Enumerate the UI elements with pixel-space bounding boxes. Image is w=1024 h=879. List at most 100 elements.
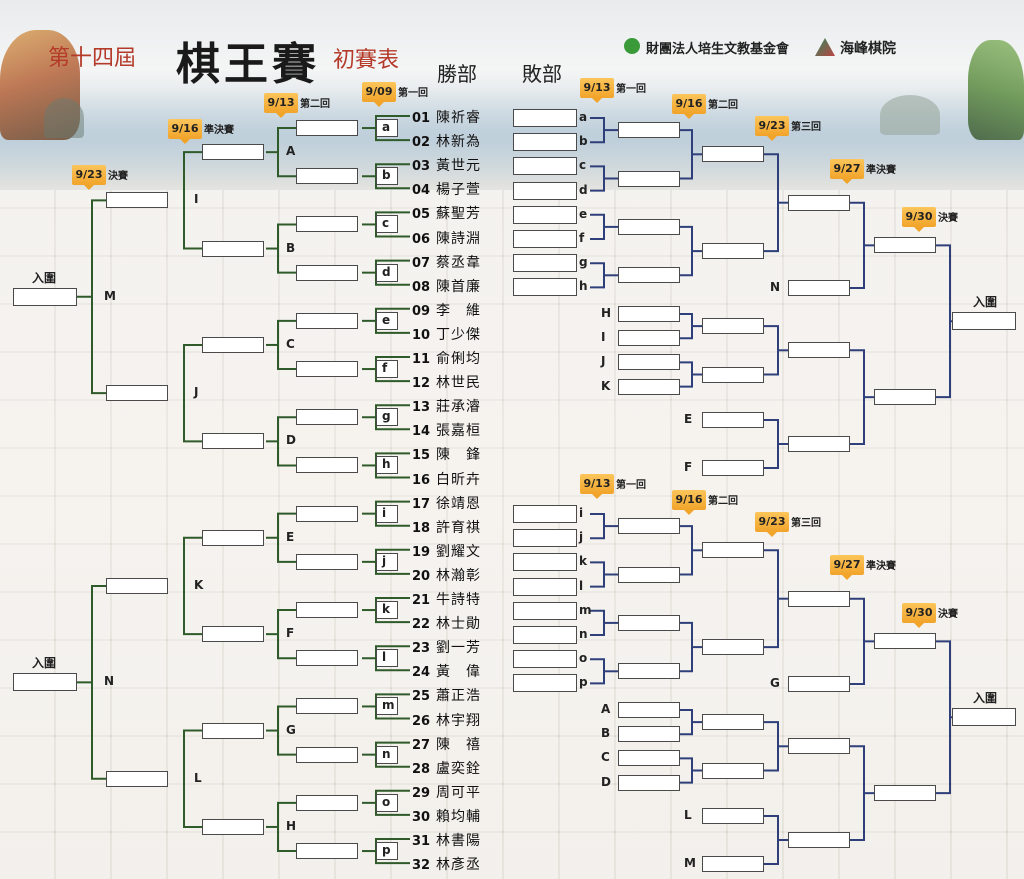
winner-r1-match-box[interactable] <box>376 408 398 427</box>
losers-bottom-entry-slot[interactable] <box>513 674 577 693</box>
winner-r2-slot[interactable] <box>296 409 358 426</box>
losers-top-entry-slot[interactable] <box>513 109 577 127</box>
losers-top-r1-winner-slot[interactable] <box>618 122 680 139</box>
losers-top-dropin-slot[interactable] <box>618 354 680 371</box>
winner-r4-slot[interactable] <box>106 385 168 402</box>
losers-top-r3-slot[interactable] <box>788 194 850 211</box>
losers-bottom-dropin-slot[interactable] <box>618 750 680 767</box>
winner-r2-slot[interactable] <box>296 602 358 619</box>
winner-r2-slot[interactable] <box>296 312 358 329</box>
losers-top-entry-slot[interactable] <box>513 205 577 224</box>
winner-r2-slot[interactable] <box>296 698 358 715</box>
qualified-slot[interactable] <box>13 673 77 692</box>
losers-top-dropin-slot[interactable] <box>702 460 764 476</box>
winner-r1-match-box[interactable] <box>376 263 398 282</box>
losers-bottom-r1-winner-slot[interactable] <box>618 663 680 680</box>
losers-top-entry-slot[interactable] <box>513 278 577 297</box>
losers-bottom-dropin-slot[interactable] <box>618 702 680 718</box>
winner-r3-slot[interactable] <box>202 433 264 450</box>
losers-bottom-dropin-r3-slot[interactable] <box>788 738 850 755</box>
winner-r1-match-box[interactable] <box>376 601 398 620</box>
losers-top-entry-slot[interactable] <box>513 181 577 200</box>
winner-r3-slot[interactable] <box>202 336 264 353</box>
losers-bottom-r1-winner-slot[interactable] <box>618 566 680 583</box>
winner-r2-slot[interactable] <box>296 361 358 378</box>
losers-bottom-entry-slot[interactable] <box>513 626 577 644</box>
winner-r3-slot[interactable] <box>202 240 264 257</box>
losers-top-entry-slot[interactable] <box>513 230 577 248</box>
losers-bottom-r2-slot[interactable] <box>702 639 764 656</box>
winner-r3-slot[interactable] <box>202 722 264 739</box>
losers-top-dropin-slot[interactable] <box>618 378 680 395</box>
losers-top-dropin-slot[interactable] <box>618 330 680 347</box>
winner-r1-match-box[interactable] <box>376 745 398 764</box>
winner-r1-match-box[interactable] <box>376 504 398 523</box>
winner-r2-slot[interactable] <box>296 794 358 811</box>
losers-bottom-semi-slot[interactable] <box>874 633 936 650</box>
winner-r2-slot[interactable] <box>296 505 358 522</box>
winner-r1-match-box[interactable] <box>376 552 398 571</box>
winner-r1-match-box[interactable] <box>376 167 398 186</box>
winner-r1-match-box[interactable] <box>376 649 398 668</box>
losers-bottom-qualified-slot[interactable] <box>952 708 1016 727</box>
losers-bottom-r3-slot[interactable] <box>788 590 850 607</box>
losers-bottom-dropin-slot[interactable] <box>618 726 680 743</box>
losers-top-entry-slot[interactable] <box>513 157 577 176</box>
losers-top-dropin-r2-slot[interactable] <box>702 318 764 335</box>
losers-bottom-dropin-slot[interactable] <box>702 856 764 872</box>
winner-r2-slot[interactable] <box>296 457 358 474</box>
losers-top-dropin-slot[interactable] <box>618 306 680 322</box>
losers-bottom-dropin-r2-slot[interactable] <box>702 762 764 779</box>
losers-bottom-entry-slot[interactable] <box>513 577 577 596</box>
losers-top-semi-slot[interactable] <box>874 237 936 254</box>
winner-r1-match-box[interactable] <box>376 215 398 234</box>
losers-bottom-dropin-r2-slot[interactable] <box>702 714 764 731</box>
losers-bottom-entry-slot[interactable] <box>513 601 577 620</box>
winner-r2-slot[interactable] <box>296 120 358 137</box>
winner-r1-match-box[interactable] <box>376 119 398 138</box>
losers-top-qualified-slot[interactable] <box>952 312 1016 331</box>
winner-r1-match-box[interactable] <box>376 311 398 330</box>
winner-r2-slot[interactable] <box>296 746 358 763</box>
winner-r3-slot[interactable] <box>202 818 264 835</box>
losers-bottom-r2-slot[interactable] <box>702 542 764 559</box>
losers-bottom-entry-slot[interactable] <box>513 505 577 523</box>
losers-bottom-r1-winner-slot[interactable] <box>618 614 680 631</box>
losers-top-entry-slot[interactable] <box>513 254 577 273</box>
winner-r2-slot[interactable] <box>296 168 358 185</box>
winner-r1-match-box[interactable] <box>376 360 398 379</box>
losers-top-semi-slot[interactable] <box>874 389 936 406</box>
losers-top-r2-slot[interactable] <box>702 243 764 260</box>
losers-top-dropin-slot[interactable] <box>788 280 850 296</box>
losers-bottom-r1-winner-slot[interactable] <box>618 518 680 535</box>
winner-r2-slot[interactable] <box>296 650 358 667</box>
winner-r3-slot[interactable] <box>202 626 264 643</box>
winner-r1-match-box[interactable] <box>376 456 398 475</box>
losers-bottom-entry-slot[interactable] <box>513 650 577 669</box>
losers-top-r1-winner-slot[interactable] <box>618 170 680 187</box>
losers-bottom-dropin-slot[interactable] <box>702 808 764 824</box>
winner-r2-slot[interactable] <box>296 264 358 281</box>
winner-r4-slot[interactable] <box>106 192 168 209</box>
winner-r1-match-box[interactable] <box>376 842 398 861</box>
losers-bottom-entry-slot[interactable] <box>513 553 577 572</box>
winner-r3-slot[interactable] <box>202 144 264 161</box>
winner-r3-slot[interactable] <box>202 529 264 546</box>
losers-bottom-dropin-slot[interactable] <box>788 676 850 692</box>
losers-top-dropin-r3-slot[interactable] <box>788 342 850 359</box>
losers-top-r2-slot[interactable] <box>702 146 764 163</box>
losers-top-r1-winner-slot[interactable] <box>618 218 680 235</box>
winner-r1-match-box[interactable] <box>376 793 398 812</box>
losers-bottom-dropin-slot[interactable] <box>618 774 680 791</box>
losers-top-entry-slot[interactable] <box>513 133 577 152</box>
qualified-slot[interactable] <box>13 287 77 306</box>
losers-top-r1-winner-slot[interactable] <box>618 267 680 284</box>
losers-bottom-semi-slot[interactable] <box>874 785 936 802</box>
winner-r2-slot[interactable] <box>296 216 358 233</box>
losers-bottom-dropin-r3-slot[interactable] <box>788 832 850 848</box>
losers-top-dropin-r2-slot[interactable] <box>702 366 764 383</box>
losers-top-dropin-slot[interactable] <box>702 412 764 428</box>
winner-r1-match-box[interactable] <box>376 697 398 716</box>
winner-r2-slot[interactable] <box>296 843 358 860</box>
losers-bottom-entry-slot[interactable] <box>513 529 577 548</box>
